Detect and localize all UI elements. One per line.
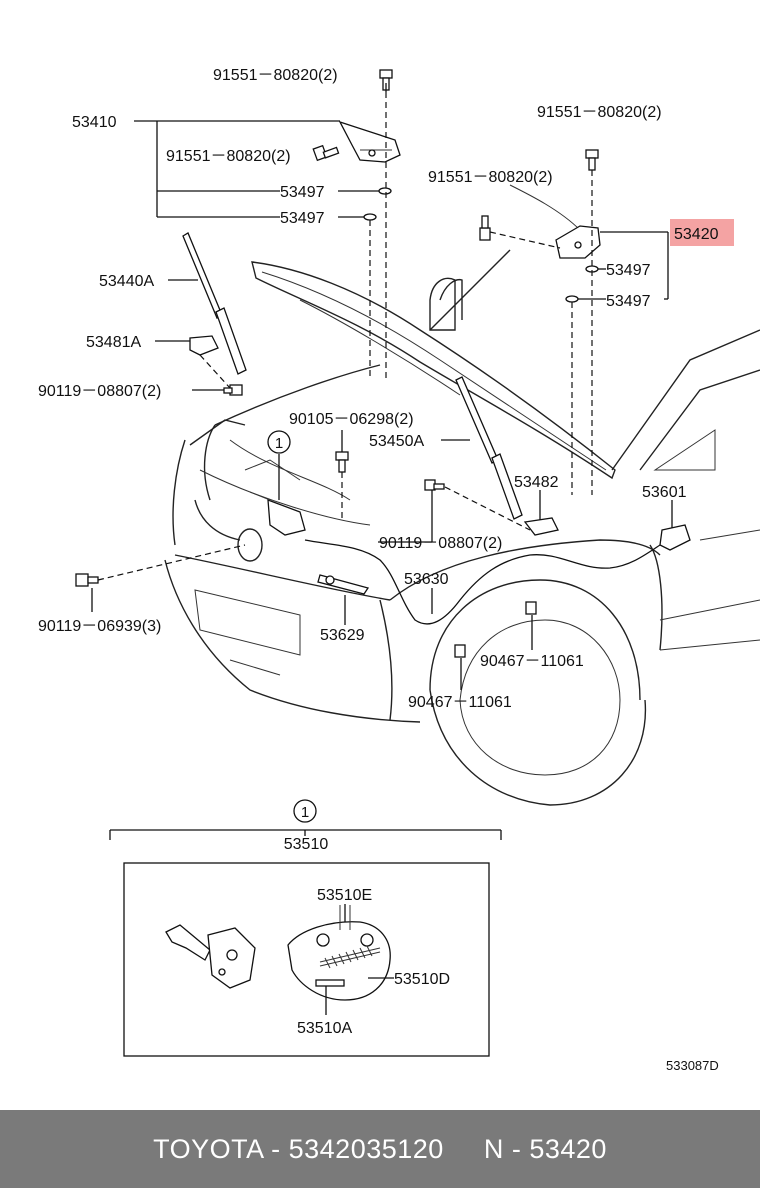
label-release-lever: 53601 <box>642 484 687 501</box>
spring-a-icon <box>315 979 345 987</box>
label-lock-assy: 53510 <box>284 836 329 853</box>
label-bolt-bracket-left: 90119－08807(2) <box>38 383 161 400</box>
label-clamp-2: 90467－11061 <box>408 694 512 711</box>
bolt-icon <box>585 149 599 171</box>
label-hook: 53629 <box>320 627 365 644</box>
bolt-icon <box>335 451 349 473</box>
hinge-left-icon <box>338 120 401 163</box>
bolt-icon <box>424 479 445 491</box>
washer-icon <box>363 213 377 221</box>
label-bolt-bracket-right: 90119－08807(2) <box>379 535 502 552</box>
label-support-right: 53450A <box>369 433 424 450</box>
label-bolt-center: 90105－06298(2) <box>289 411 414 428</box>
vehicle-outline <box>164 249 760 806</box>
gas-support-right-icon <box>455 376 523 520</box>
detail-frame <box>123 862 490 1057</box>
ref-circle-label: 1 <box>275 435 283 452</box>
lock-exploded-icon <box>165 924 256 989</box>
part-labels: 91551－80820(2) 53410 91551－80820(2) 5349… <box>38 67 719 711</box>
highlight-box <box>670 219 734 246</box>
bracket-right-icon <box>523 517 559 536</box>
label-washer-3: 53497 <box>606 262 651 279</box>
detail-ref-circle <box>293 799 317 823</box>
label-washer-1: 53497 <box>280 184 325 201</box>
drawing-code: 533087D <box>666 1058 719 1073</box>
washer-icon <box>565 295 579 303</box>
label-cable: 53630 <box>404 571 449 588</box>
parts <box>75 69 691 658</box>
release-lever-icon <box>659 524 691 551</box>
footer-brand: TOYOTA <box>153 1133 264 1164</box>
label-spring-d: 53510D <box>394 971 450 988</box>
gas-support-left-icon <box>182 232 247 375</box>
hook-icon <box>317 574 370 595</box>
label-spring-a: 53510A <box>297 1020 352 1037</box>
label-bracket-right: 53482 <box>514 474 559 491</box>
lock-assembly-detail: 1 53510 53510E 53510D 53510A <box>109 799 502 1057</box>
footer-text: TOYOTA - 5342035120 N - 53420 <box>153 1134 607 1165</box>
washer-icon <box>378 187 392 195</box>
label-clamp-1: 90467－11061 <box>480 653 584 670</box>
clamp-icon <box>525 601 537 615</box>
label-washer-2: 53497 <box>280 210 325 227</box>
label-bracket-left: 53481A <box>86 334 141 351</box>
parts-diagram: 1 91551－80820(2) 53410 91551－80820(2) 53… <box>38 67 760 1073</box>
clamp-icon <box>454 644 466 658</box>
label-bolt-front: 90119－06939(3) <box>38 618 161 635</box>
label-hinge-left: 53410 <box>72 114 117 131</box>
release-cable <box>304 539 661 625</box>
footer-gap <box>444 1134 484 1164</box>
footer-part-number: 5342035120 <box>288 1133 444 1164</box>
bolt-icon <box>312 144 340 162</box>
bolt-icon <box>75 573 99 587</box>
footer-sep: - <box>263 1133 289 1164</box>
lock-plate-icon <box>287 905 391 1001</box>
hinge-right-icon <box>509 184 601 259</box>
footer-n-code: 53420 <box>529 1133 607 1164</box>
label-support-left: 53440A <box>99 273 154 290</box>
label-spring-e: 53510E <box>317 887 372 904</box>
ref-circle <box>267 430 291 454</box>
detail-ref-label: 1 <box>301 804 309 821</box>
label-washer-4: 53497 <box>606 293 651 310</box>
hood-lock-icon <box>249 491 306 536</box>
footer-n: N <box>483 1133 504 1164</box>
bracket-left-icon <box>189 335 219 356</box>
bolt-icon <box>479 215 491 241</box>
leader-lines <box>91 83 673 690</box>
label-bolt-hinge-left: 91551－80820(2) <box>166 148 291 165</box>
label-bolt-mid-right: 91551－80820(2) <box>428 169 553 186</box>
label-hinge-right: 53420 <box>674 226 719 243</box>
label-bolt-top-right: 91551－80820(2) <box>537 104 662 121</box>
footer-bar: TOYOTA - 5342035120 N - 53420 <box>0 1110 760 1188</box>
label-bolt-top-left: 91551－80820(2) <box>213 67 338 84</box>
footer-sep: - <box>503 1133 530 1164</box>
bolt-icon <box>223 384 243 396</box>
